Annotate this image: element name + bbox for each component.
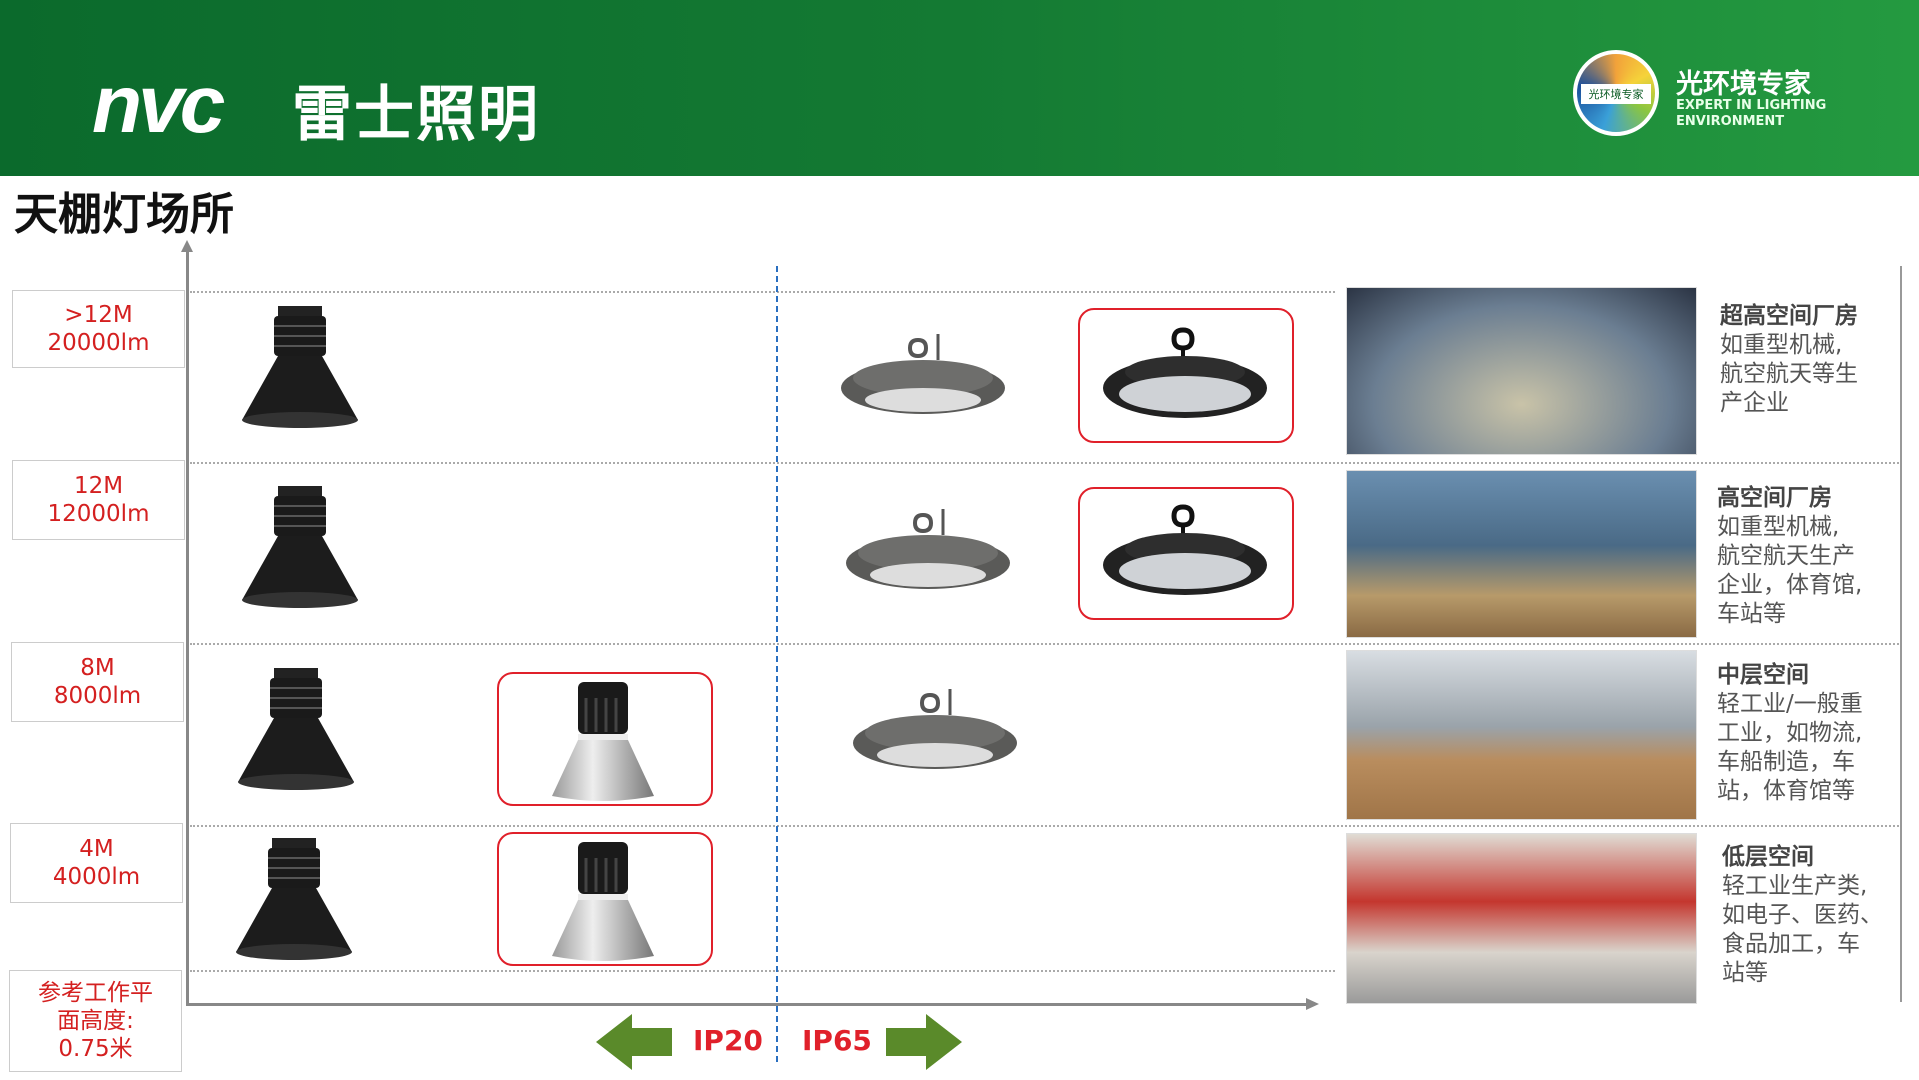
reference-height-label: 参考工作平面高度:0.75米 <box>9 970 182 1072</box>
row-divider <box>190 291 1335 293</box>
expert-badge-icon: 光环境专家 <box>1573 50 1659 136</box>
x-axis-arrow-icon <box>1306 998 1319 1010</box>
black-ufo-lamp-icon <box>1103 499 1269 609</box>
factory-photo-superhigh <box>1346 287 1697 455</box>
row-divider <box>190 825 1902 827</box>
x-axis <box>186 1003 1308 1006</box>
black-highbay-lamp-icon <box>241 305 359 429</box>
black-highbay-lamp-icon <box>237 667 355 791</box>
black-ufo-lamp-icon <box>1103 322 1269 432</box>
badge-text: 光环境专家 <box>1581 84 1651 104</box>
scene-description: 中层空间轻工业/一般重工业，如物流,车船制造，车站，体育馆等 <box>1717 662 1863 804</box>
scene-description: 高空间厂房如重型机械,航空航天生产企业，体育馆,车站等 <box>1717 485 1863 627</box>
factory-photo-high <box>1346 470 1697 638</box>
right-border <box>1900 266 1902 1002</box>
row-divider <box>190 462 1902 464</box>
workshop-photo-low <box>1346 833 1697 1004</box>
expert-title: 光环境专家 <box>1676 69 1811 100</box>
expert-subtitle: EXPERT IN LIGHTING ENVIRONMENT <box>1676 98 1827 129</box>
scene-description: 低层空间轻工业生产类,如电子、医药、食品加工，车站等 <box>1722 844 1883 986</box>
nvc-logo: nvc <box>92 59 225 150</box>
ufo-lamp-icon <box>844 507 1012 591</box>
scene-description: 超高空间厂房如重型机械,航空航天等生产企业 <box>1720 303 1858 416</box>
right-arrow-icon <box>886 1014 962 1070</box>
black-highbay-lamp-icon <box>235 837 353 961</box>
black-highbay-lamp-icon <box>241 485 359 609</box>
row-divider <box>190 643 1902 645</box>
brand-name: 雷士照明 <box>292 80 540 150</box>
ufo-lamp-icon <box>839 332 1007 416</box>
warehouse-photo-mid <box>1346 650 1697 820</box>
silver-highbay-lamp-icon <box>550 680 656 803</box>
ufo-lamp-icon <box>851 687 1019 771</box>
silver-highbay-lamp-icon <box>550 840 656 963</box>
ip-divider <box>776 266 778 1062</box>
page-title: 天棚灯场所 <box>14 189 234 240</box>
row-divider <box>190 970 1335 972</box>
y-axis <box>186 248 189 1006</box>
ip65-label: IP65 <box>802 1024 872 1057</box>
left-arrow-icon <box>596 1014 672 1070</box>
ip20-label: IP20 <box>693 1024 763 1057</box>
y-axis-arrow-icon <box>181 240 193 252</box>
